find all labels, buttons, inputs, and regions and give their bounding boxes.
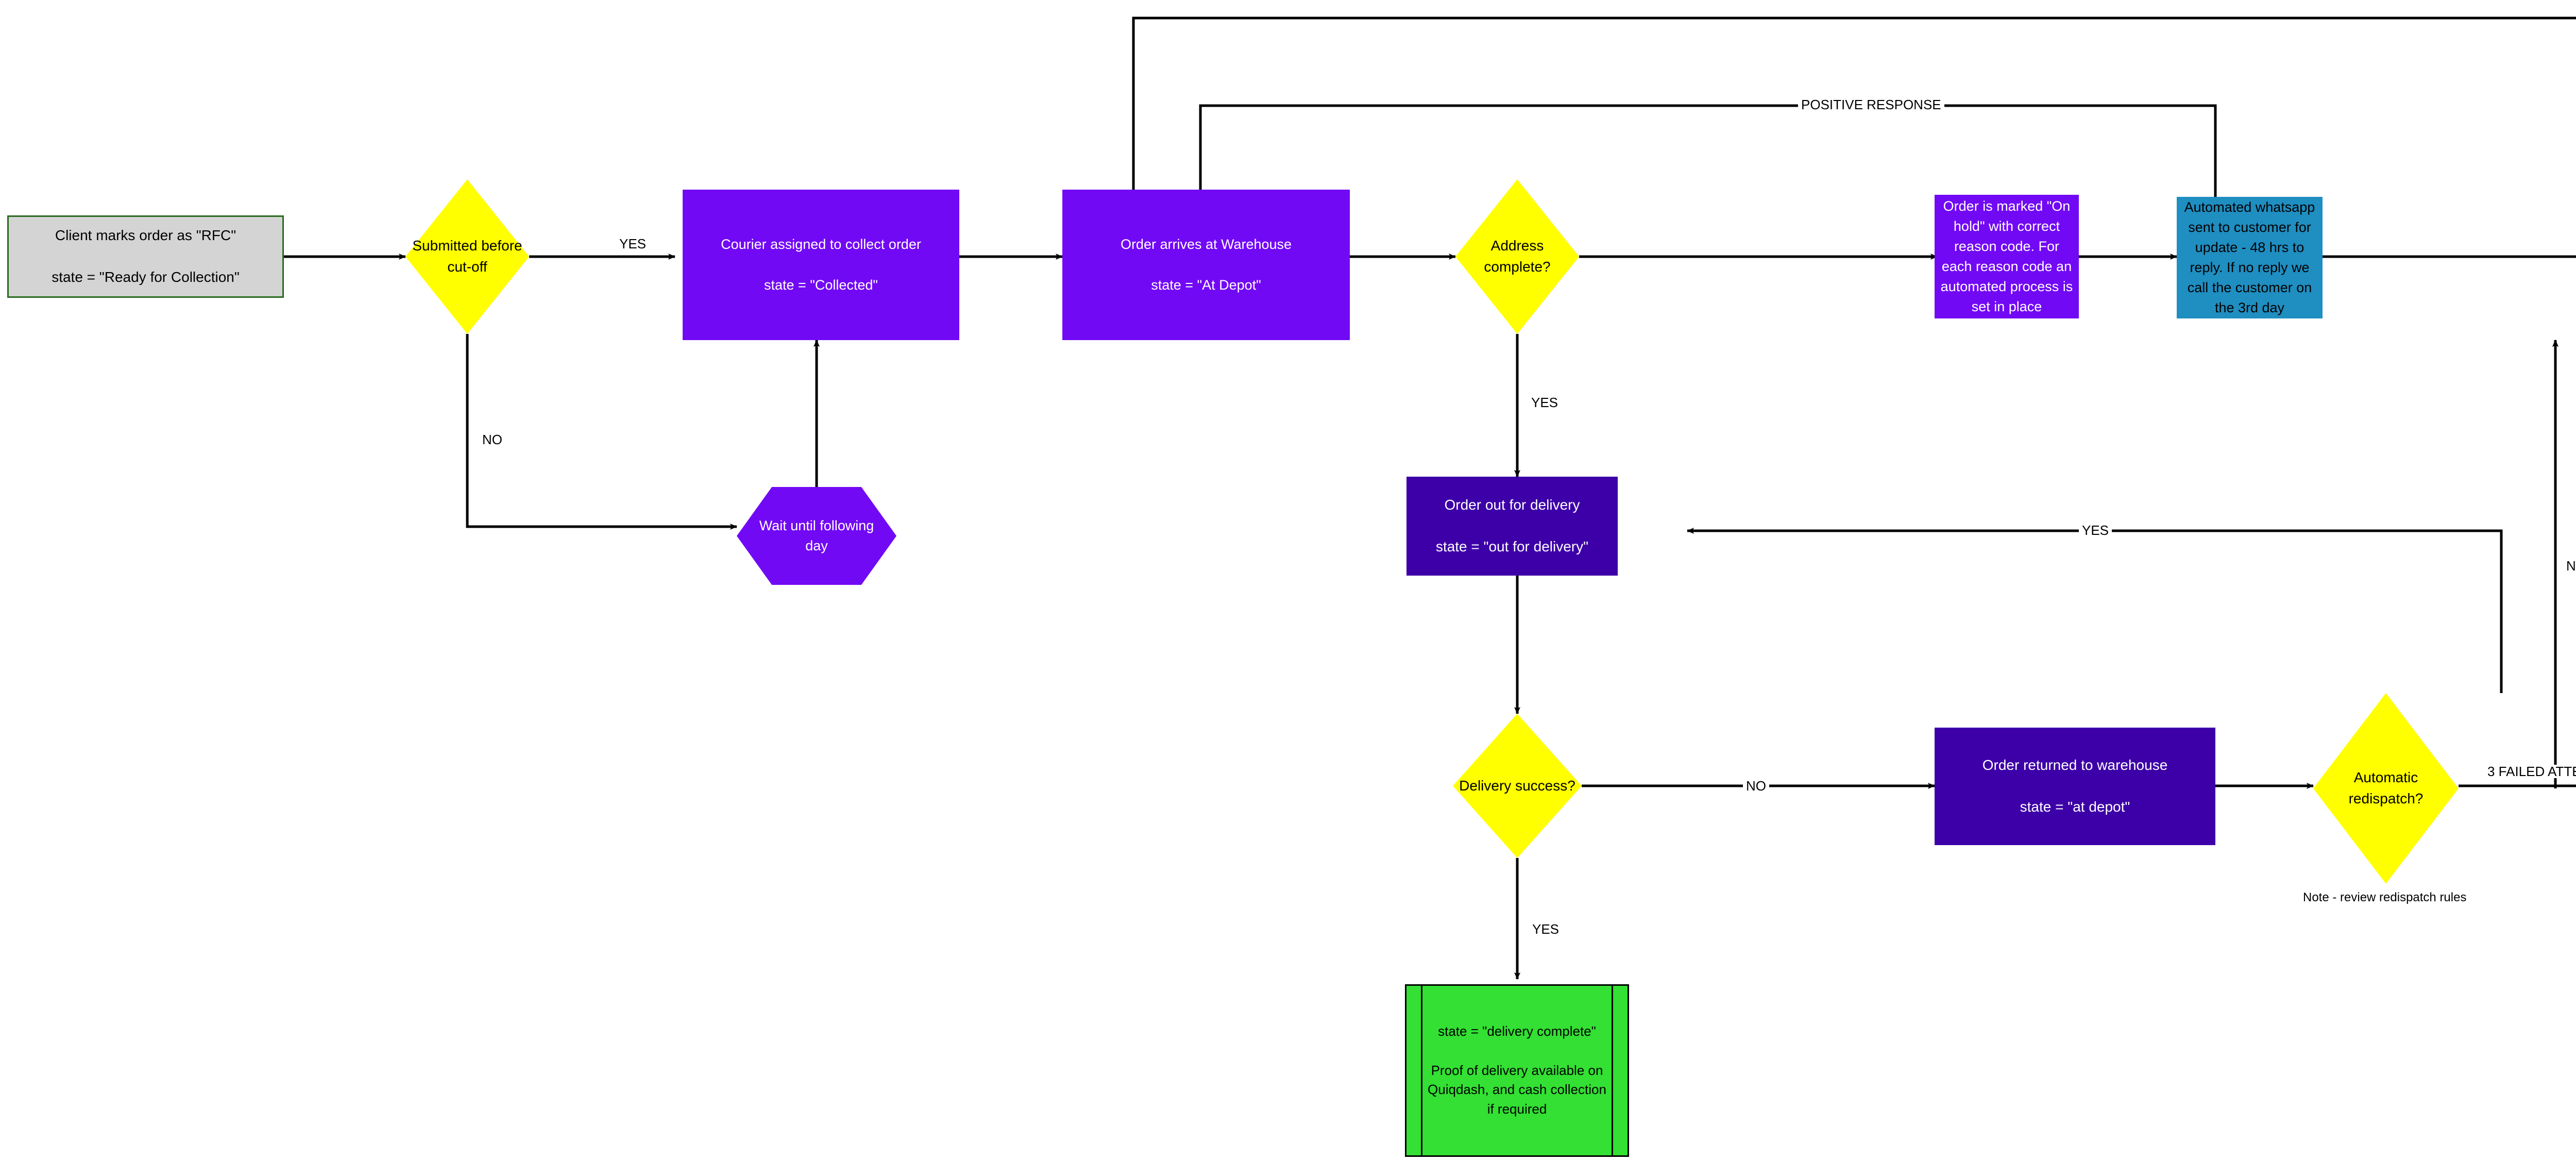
predefined-left-bar (1421, 986, 1422, 1155)
node-order-out-for-delivery-label: Order out for delivery state = "out for … (1435, 497, 1589, 555)
node-order-returned-warehouse-label: Order returned to warehouse state = "at … (1982, 757, 2168, 815)
node-address-complete[interactable]: Address complete? (1455, 179, 1579, 334)
predefined-right-bar (1612, 986, 1613, 1155)
node-courier-assigned-label: Courier assigned to collect order state … (721, 237, 921, 293)
hexagon-shape (737, 487, 896, 585)
edge-label-cutoff-yes: YES (616, 237, 650, 250)
edge-label-address-yes: YES (1528, 396, 1562, 409)
edge-label-positive-response: POSITIVE RESPONSE (1798, 98, 1944, 111)
node-order-on-hold-reason-code-label: Order is marked "On hold" with correct r… (1940, 198, 2073, 315)
annotation-note-redispatch-rules: Note - review redispatch rules (2303, 890, 2467, 904)
node-client-marks-rfc-label: Client marks order as "RFC" state = "Rea… (52, 227, 240, 285)
edge-label-cutoff-no: NO (479, 433, 505, 446)
node-wait-until-following-day-label: Wait until following day (759, 517, 874, 553)
node-client-marks-rfc[interactable]: Client marks order as "RFC" state = "Rea… (7, 215, 284, 298)
node-wait-until-following-day[interactable]: Wait until following day (737, 487, 896, 585)
node-automated-whatsapp[interactable]: Automated whatsapp sent to customer for … (2177, 197, 2323, 318)
edge-label-delivery-no: NO (1743, 779, 1769, 793)
node-submitted-before-cutoff-label: Submitted before cut-off (412, 238, 522, 275)
node-order-arrives-warehouse[interactable]: Order arrives at Warehouse state = "At D… (1062, 190, 1350, 340)
node-delivery-complete[interactable]: state = "delivery complete" Proof of del… (1405, 984, 1629, 1157)
node-submitted-before-cutoff[interactable]: Submitted before cut-off (405, 179, 529, 334)
edge-label-redispatch-no: NO (2563, 559, 2576, 573)
node-automatic-redispatch[interactable]: Automatic redispatch? (2313, 693, 2459, 884)
edge-label-redispatch-yes: YES (2079, 524, 2112, 537)
node-address-complete-label: Address complete? (1484, 238, 1551, 275)
node-order-arrives-warehouse-label: Order arrives at Warehouse state = "At D… (1120, 237, 1292, 293)
edge-label-delivery-yes: YES (1529, 922, 1563, 936)
node-delivery-complete-label: state = "delivery complete" Proof of del… (1428, 1023, 1606, 1117)
node-order-out-for-delivery[interactable]: Order out for delivery state = "out for … (1406, 477, 1618, 576)
node-delivery-success[interactable]: Delivery success? (1453, 714, 1582, 858)
node-automated-whatsapp-label: Automated whatsapp sent to customer for … (2184, 199, 2315, 316)
node-order-on-hold-reason-code[interactable]: Order is marked "On hold" with correct r… (1935, 195, 2079, 318)
node-automatic-redispatch-label: Automatic redispatch? (2348, 769, 2424, 806)
edge-label-3-failed-attempts: 3 FAILED ATTEMPTS (2484, 765, 2576, 778)
node-courier-assigned[interactable]: Courier assigned to collect order state … (683, 190, 959, 340)
node-delivery-success-label: Delivery success? (1459, 777, 1575, 794)
node-order-returned-warehouse[interactable]: Order returned to warehouse state = "at … (1935, 728, 2215, 845)
